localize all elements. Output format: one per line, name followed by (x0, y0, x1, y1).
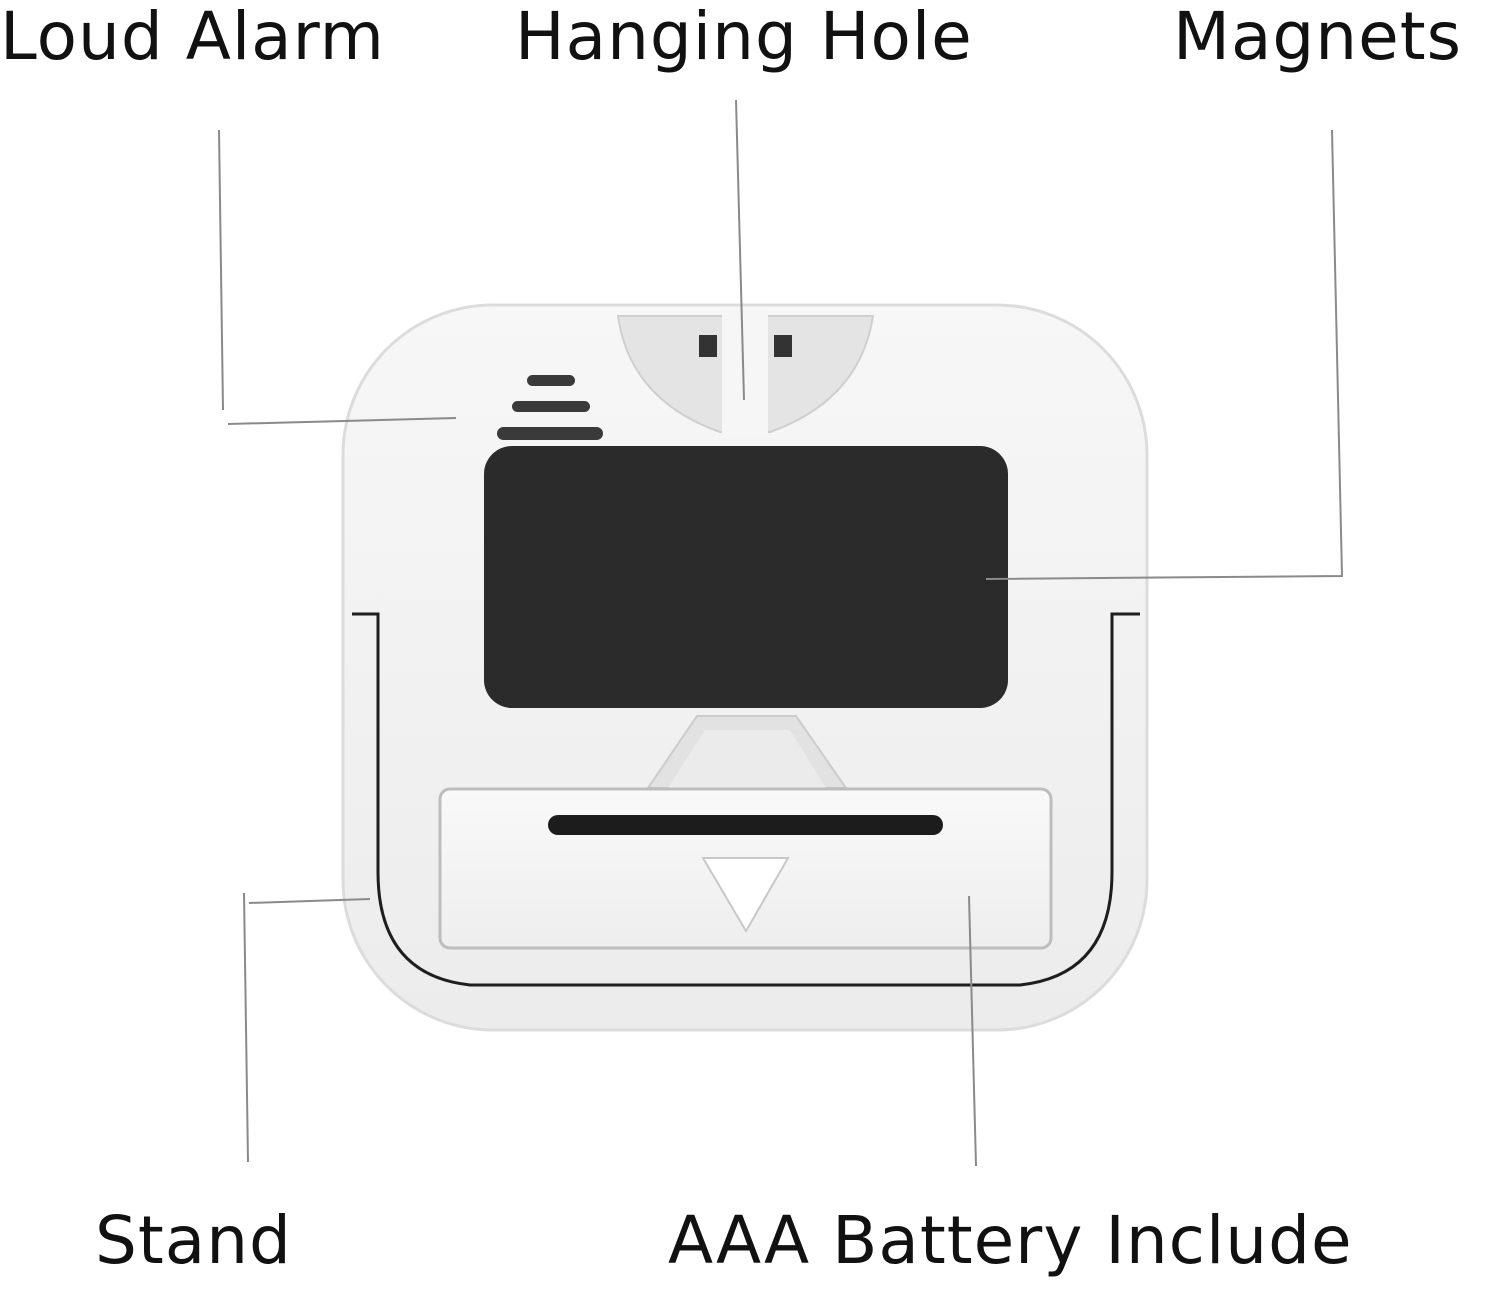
battery-cover-arrow-icon (701, 857, 790, 933)
leader-line-magnets (985, 129, 1344, 580)
hanging-hole-left-square (699, 335, 717, 357)
leader-line-loud-alarm (218, 129, 224, 411)
battery-cover-slot (548, 815, 943, 835)
leader-line-stand-tail (248, 898, 371, 904)
speaker-slot-1 (527, 375, 575, 386)
hanging-hole-slot (722, 310, 768, 438)
stand-tab-inner (668, 730, 826, 788)
speaker-slot-3 (497, 427, 603, 440)
hanging-hole-right-square (774, 335, 792, 357)
callout-loud-alarm: Loud Alarm (0, 0, 385, 75)
leader-line-loud-alarm-tail (227, 417, 457, 425)
callout-stand: Stand (95, 1202, 292, 1279)
magnet-panel (484, 446, 1008, 708)
leader-line-stand (243, 892, 249, 1163)
leader-line-battery (968, 895, 977, 1167)
leader-line-hanging-hole (735, 99, 745, 401)
stand-frame (352, 612, 1140, 987)
callout-battery: AAA Battery Include (668, 1202, 1353, 1279)
callout-magnets: Magnets (1173, 0, 1462, 75)
callout-hanging-hole: Hanging Hole (515, 0, 973, 75)
speaker-slot-2 (512, 401, 590, 412)
